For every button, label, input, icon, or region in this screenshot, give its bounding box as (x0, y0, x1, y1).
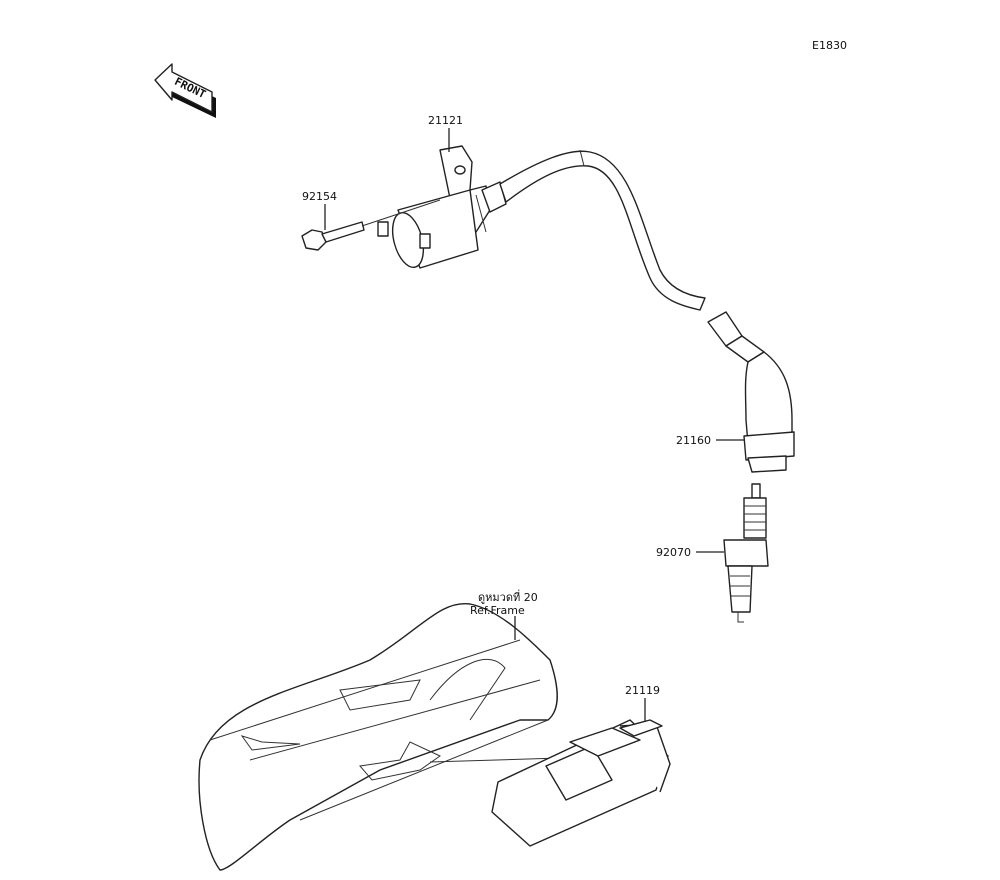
front-arrow-icon: FRONT (154, 63, 216, 118)
bolt-part[interactable] (301, 199, 441, 251)
part-number-21160[interactable]: 21160 (676, 434, 711, 447)
part-number-21119[interactable]: 21119 (625, 684, 660, 697)
part-number-21121[interactable]: 21121 (428, 114, 463, 127)
spark-plug-part[interactable] (723, 483, 769, 623)
reference-thai-label: ดูหมวดที่ 20 (478, 589, 538, 604)
spark-plug-cap-part[interactable] (707, 311, 795, 473)
igniter-unit-part[interactable] (491, 719, 671, 847)
frame-reference-drawing (198, 602, 561, 871)
part-number-92070[interactable]: 92070 (656, 546, 691, 559)
part-number-92154[interactable]: 92154 (302, 190, 337, 203)
diagram-code: E1830 (812, 39, 847, 52)
ignition-coil-part[interactable] (377, 145, 706, 311)
reference-frame-label[interactable]: Ref.Frame (470, 604, 525, 617)
